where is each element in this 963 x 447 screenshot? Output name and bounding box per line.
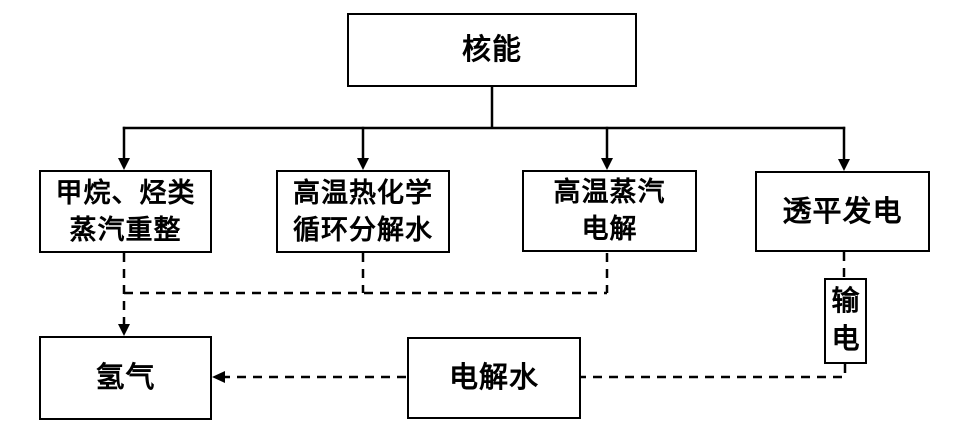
node-nuclear-energy: 核能 bbox=[347, 13, 637, 87]
node-label: 氢气 bbox=[95, 362, 156, 394]
arrowhead-turbine bbox=[838, 159, 850, 171]
node-label: 电 bbox=[831, 324, 860, 355]
node-hydrogen: 氢气 bbox=[39, 336, 212, 420]
node-methane-reforming: 甲烷、烃类 蒸汽重整 bbox=[39, 170, 212, 253]
node-label: 核能 bbox=[461, 34, 522, 66]
node-water-electrolysis: 电解水 bbox=[407, 337, 581, 419]
arrowhead-thermochem bbox=[357, 158, 369, 170]
arrowhead-hydrogen-right bbox=[212, 371, 225, 383]
node-turbine-generation: 透平发电 bbox=[755, 171, 930, 252]
node-label: 蒸汽重整 bbox=[69, 214, 182, 245]
node-label: 电解 bbox=[581, 214, 638, 244]
node-label: 高温热化学 bbox=[293, 177, 433, 208]
node-steam-electrolysis: 高温蒸汽 电解 bbox=[522, 170, 697, 252]
node-label: 循环分解水 bbox=[293, 214, 433, 245]
arrowhead-hydrogen-top bbox=[118, 324, 130, 336]
node-label: 透平发电 bbox=[782, 195, 903, 228]
node-label: 电解水 bbox=[448, 362, 539, 394]
node-thermochemical-cycle: 高温热化学 循环分解水 bbox=[276, 170, 450, 253]
node-label: 高温蒸汽 bbox=[553, 177, 666, 207]
node-label: 输 bbox=[831, 286, 860, 317]
arrowhead-methane bbox=[118, 158, 130, 170]
connector-transmission-to-waterelec bbox=[581, 364, 847, 379]
node-label: 甲烷、烃类 bbox=[55, 177, 196, 208]
node-power-transmission: 输 电 bbox=[824, 278, 867, 364]
arrowhead-steamelec bbox=[601, 158, 613, 170]
